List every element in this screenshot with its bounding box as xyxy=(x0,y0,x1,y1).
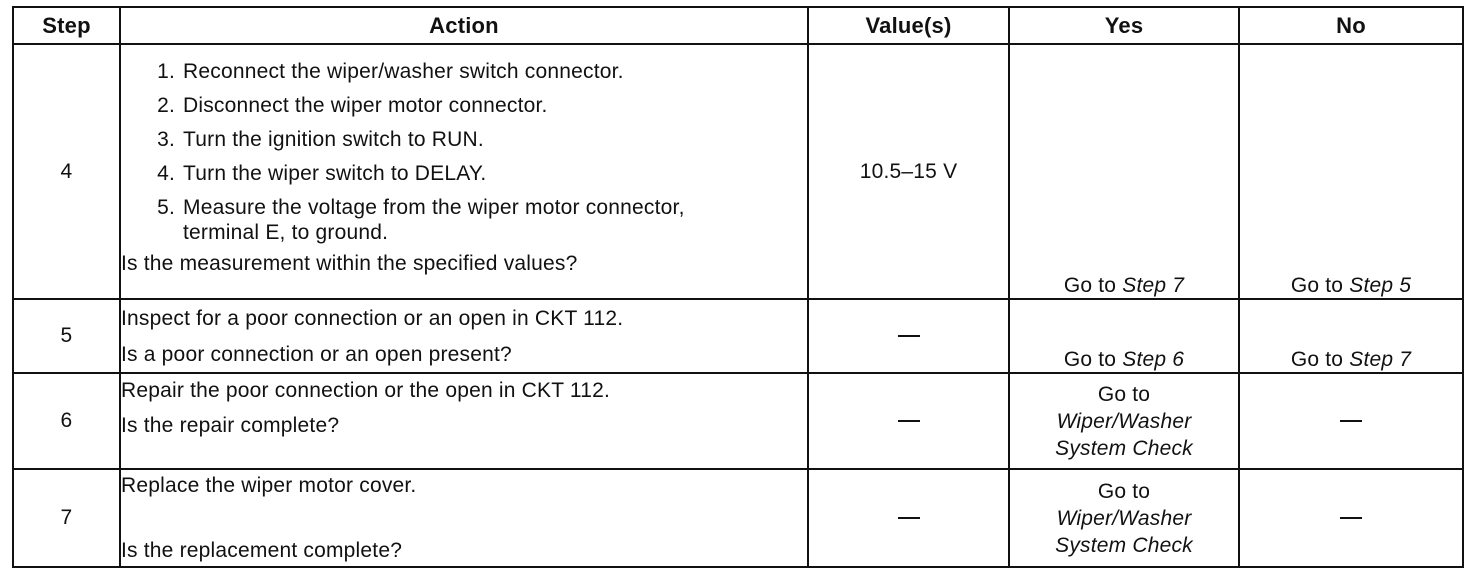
yes-cell: Go to Wiper/Washer System Check xyxy=(1008,372,1240,470)
em-dash xyxy=(897,517,920,520)
step-number: 7 xyxy=(12,468,121,568)
no-cell xyxy=(1238,372,1464,470)
value-cell xyxy=(807,372,1010,470)
yes-link-line2[interactable]: System Check xyxy=(1055,533,1193,557)
step-number: 6 xyxy=(12,372,121,470)
table-row-step-6: 6 Repair the poor connection or the open… xyxy=(12,372,1464,470)
header-no: No xyxy=(1238,6,1464,45)
no-cell xyxy=(1238,468,1464,568)
value-cell: 10.5–15 V xyxy=(807,43,1010,300)
yes-link-line1[interactable]: Wiper/Washer xyxy=(1056,409,1192,433)
yes-link-line2[interactable]: System Check xyxy=(1055,436,1193,460)
no-cell: Go to Step 7 xyxy=(1238,298,1464,374)
yes-goto-label: Go to xyxy=(1097,479,1151,503)
action-cell: Repair the poor connection or the open i… xyxy=(119,372,809,470)
list-item: 1.Reconnect the wiper/washer switch conn… xyxy=(157,60,624,83)
header-step: Step xyxy=(12,6,121,45)
list-item: 3.Turn the ignition switch to RUN. xyxy=(157,128,484,151)
step-number: 4 xyxy=(12,43,121,300)
yes-step-link[interactable]: Step 6 xyxy=(1122,348,1185,371)
yes-link-line1[interactable]: Wiper/Washer xyxy=(1056,506,1192,530)
list-item: 2.Disconnect the wiper motor connector. xyxy=(157,94,548,117)
table-row-step-7: 7 Replace the wiper motor cover. Is the … xyxy=(12,468,1464,568)
action-cell: Replace the wiper motor cover. Is the re… xyxy=(119,468,809,568)
action-cell: Inspect for a poor connection or an open… xyxy=(119,298,809,374)
em-dash xyxy=(897,420,920,423)
yes-step-link[interactable]: Step 7 xyxy=(1122,274,1185,297)
em-dash xyxy=(897,335,920,338)
value-cell xyxy=(807,298,1010,374)
action-question: Is the measurement within the specified … xyxy=(121,252,578,275)
yes-cell: Go to Step 7 xyxy=(1008,43,1240,300)
no-goto-label: Go to xyxy=(1290,274,1350,297)
header-yes: Yes xyxy=(1008,6,1240,45)
action-instruction: Replace the wiper motor cover. xyxy=(121,474,417,497)
yes-goto-label: Go to xyxy=(1097,382,1151,406)
action-question: Is the replacement complete? xyxy=(121,539,403,562)
list-item: 4.Turn the wiper switch to DELAY. xyxy=(157,162,487,185)
em-dash xyxy=(1340,517,1362,520)
em-dash xyxy=(1340,420,1362,423)
action-list: 1.Reconnect the wiper/washer switch conn… xyxy=(121,59,807,245)
value-cell xyxy=(807,468,1010,568)
list-item: 5.Measure the voltage from the wiper mot… xyxy=(157,196,685,244)
yes-goto-label: Go to xyxy=(1063,274,1123,297)
no-step-link[interactable]: Step 7 xyxy=(1349,348,1412,371)
table-row-step-4: 4 1.Reconnect the wiper/washer switch co… xyxy=(12,43,1464,300)
no-goto-label: Go to xyxy=(1290,348,1350,371)
table-row-step-5: 5 Inspect for a poor connection or an op… xyxy=(12,298,1464,374)
no-step-link[interactable]: Step 5 xyxy=(1349,274,1412,297)
yes-cell: Go to Wiper/Washer System Check xyxy=(1008,468,1240,568)
action-question: Is a poor connection or an open present? xyxy=(121,342,512,366)
header-values: Value(s) xyxy=(807,6,1010,45)
action-instruction: Repair the poor connection or the open i… xyxy=(121,379,611,402)
yes-cell: Go to Step 6 xyxy=(1008,298,1240,374)
diagnostic-table: Step Action Value(s) Yes No 4 1.Reconnec… xyxy=(12,6,1464,568)
action-question: Is the repair complete? xyxy=(121,414,340,437)
header-action: Action xyxy=(119,6,809,45)
no-cell: Go to Step 5 xyxy=(1238,43,1464,300)
step-number: 5 xyxy=(12,298,121,374)
action-cell: 1.Reconnect the wiper/washer switch conn… xyxy=(119,43,809,300)
header-row: Step Action Value(s) Yes No xyxy=(12,6,1464,45)
yes-goto-label: Go to xyxy=(1063,348,1123,371)
action-instruction: Inspect for a poor connection or an open… xyxy=(121,306,624,330)
